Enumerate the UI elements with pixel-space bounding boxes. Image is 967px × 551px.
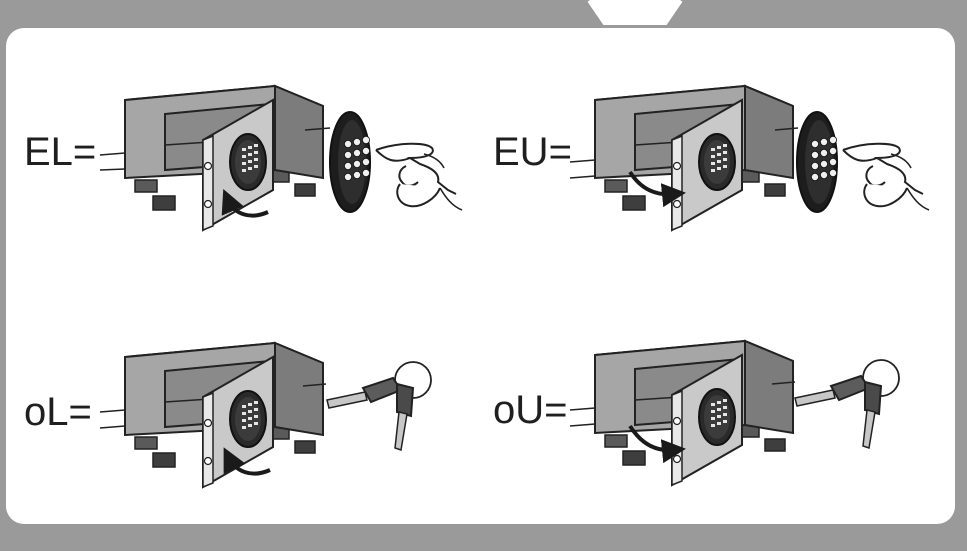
label-ou: oU= — [493, 388, 568, 432]
cell-el — [99, 85, 463, 231]
curved-arrow-icon — [628, 424, 686, 464]
label-el: EL= — [24, 130, 97, 174]
cell-ol — [99, 342, 432, 488]
curved-arrow-icon — [221, 188, 269, 218]
label-eu: EU= — [493, 130, 572, 174]
curved-arrow-icon — [628, 170, 686, 208]
curved-arrow-icon — [223, 447, 271, 476]
cell-eu — [569, 85, 930, 231]
label-ol: oL= — [24, 390, 92, 434]
cell-ou — [569, 340, 900, 486]
